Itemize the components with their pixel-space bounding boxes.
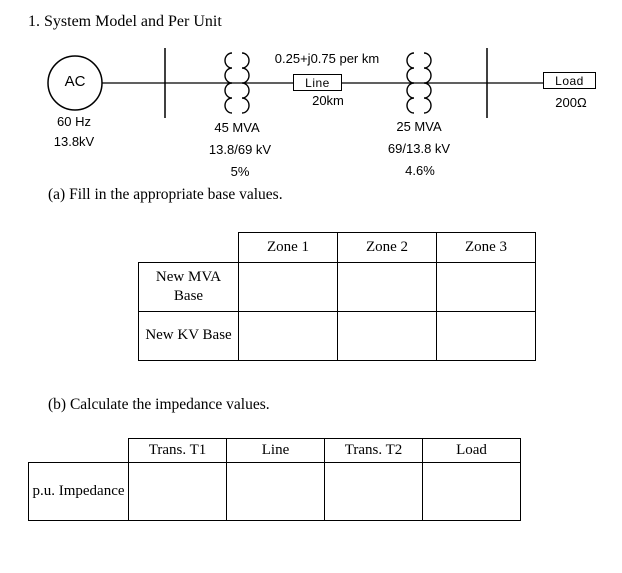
- mva-base-zone1-cell: [238, 262, 338, 312]
- part-b-prompt: (b) Calculate the impedance values.: [48, 396, 270, 413]
- circuit-diagram: [47, 48, 543, 118]
- row-header-pu-impedance: p.u. Impedance: [28, 462, 129, 521]
- kv-base-zone2-cell: [337, 311, 437, 361]
- pu-impedance-load-cell: [422, 462, 521, 521]
- mva-base-zone3-cell: [436, 262, 536, 312]
- part-a-prompt: (a) Fill in the appropriate base values.: [48, 186, 283, 203]
- transformer-t2-primary-coil: [406, 52, 415, 114]
- t1-impedance-label: 5%: [230, 164, 250, 179]
- col-header-trans-t1: Trans. T1: [128, 438, 227, 463]
- mva-base-zone2-cell: [337, 262, 437, 312]
- impedance-values-table: Trans. T1 Line Trans. T2 Load p.u. Imped…: [28, 438, 521, 521]
- pu-impedance-t2-cell: [324, 462, 423, 521]
- row-header-new-kv-base: New KV Base: [138, 311, 239, 361]
- col-header-line: Line: [226, 438, 325, 463]
- col-header-load: Load: [422, 438, 521, 463]
- kv-base-zone1-cell: [238, 311, 338, 361]
- line-impedance-label: 0.25+j0.75 per km: [274, 51, 380, 66]
- t2-impedance-label: 4.6%: [405, 163, 435, 178]
- t2-rating-label: 25 MVA: [396, 119, 442, 134]
- source-frequency-label: 60 Hz: [57, 114, 91, 129]
- line-length-label: 20km: [312, 93, 344, 108]
- col-header-zone-2: Zone 2: [337, 232, 437, 263]
- table-corner-blank: [139, 233, 239, 263]
- pu-impedance-line-cell: [226, 462, 325, 521]
- col-header-zone-1: Zone 1: [238, 232, 338, 263]
- load-box: Load: [543, 72, 596, 89]
- table-corner-blank: [29, 439, 129, 463]
- base-values-table: Zone 1 Zone 2 Zone 3 New MVA Base New KV…: [138, 232, 536, 361]
- col-header-zone-3: Zone 3: [436, 232, 536, 263]
- transformer-t2-secondary-coil: [423, 52, 432, 114]
- kv-base-zone3-cell: [436, 311, 536, 361]
- t1-rating-label: 45 MVA: [214, 120, 260, 135]
- t1-ratio-label: 13.8/69 kV: [208, 142, 272, 157]
- transformer-t1-primary-coil: [224, 52, 233, 114]
- transformer-t1-secondary-coil: [241, 52, 250, 114]
- pu-impedance-t1-cell: [128, 462, 227, 521]
- page-title: 1. System Model and Per Unit: [28, 13, 222, 30]
- load-value-label: 200Ω: [555, 95, 587, 110]
- ac-source-circle: [47, 55, 103, 111]
- col-header-trans-t2: Trans. T2: [324, 438, 423, 463]
- t2-ratio-label: 69/13.8 kV: [387, 141, 451, 156]
- ac-source-label: AC: [64, 73, 86, 90]
- line-box: Line: [293, 74, 342, 91]
- source-voltage-label: 13.8kV: [53, 134, 95, 149]
- row-header-new-mva-base: New MVA Base: [138, 262, 239, 312]
